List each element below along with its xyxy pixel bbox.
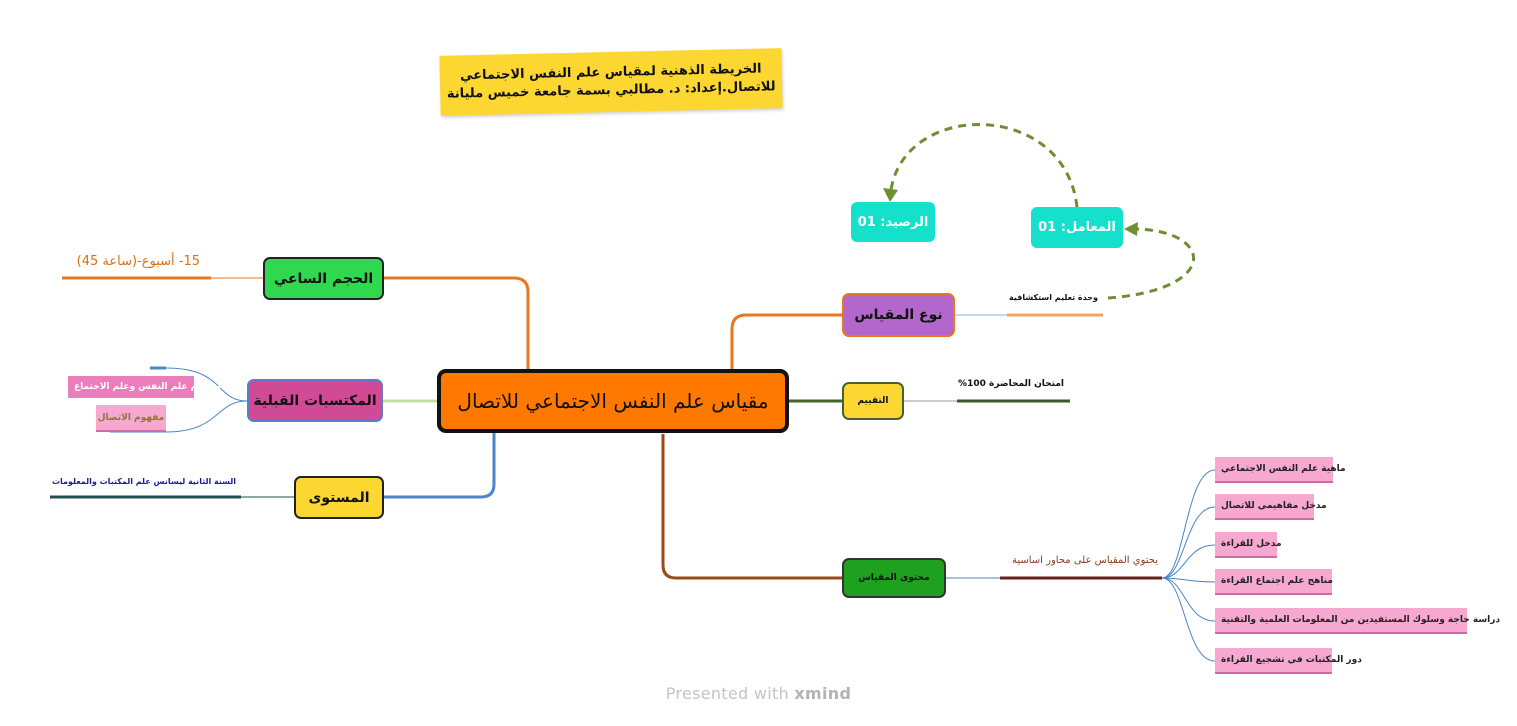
topic-credit-label: الرصيد: 01 (857, 214, 929, 230)
branch-level-label: المستوى (308, 489, 370, 506)
central-topic[interactable]: مقياس علم النفس الاجتماعي للاتصال (437, 369, 789, 433)
prior-fan-top (165, 367, 248, 402)
footer-watermark: Presented with xmind (0, 684, 1517, 703)
topic-coef[interactable]: المعامل: 01 (1031, 207, 1123, 248)
title-note: الخريطة الذهنية لمقياس علم النفس الاجتما… (439, 48, 783, 116)
footer-prefix: Presented with (665, 684, 790, 703)
branch-type[interactable]: نوع المقياس (842, 293, 955, 337)
connector-volume (383, 276, 530, 370)
content-item-3[interactable]: مدخل للقراءة (1215, 532, 1282, 558)
connector-content (661, 434, 842, 580)
prior-item-2[interactable]: مفهوم الاتصال (96, 405, 166, 432)
relation-arrowhead-credit (883, 188, 898, 202)
branch-content-label: محتوى المقياس (858, 573, 930, 583)
branch-prior[interactable]: المكتسبات القبلية (247, 379, 383, 422)
branch-volume[interactable]: الحجم الساعي (263, 257, 384, 300)
prior-item-1[interactable]: مفهوم علم النفس وعلم الاجتماع (68, 376, 221, 398)
branch-content[interactable]: محتوى المقياس (842, 558, 946, 598)
topic-credit[interactable]: الرصيد: 01 (851, 202, 935, 242)
footer-brand: xmind (794, 684, 852, 703)
branch-prior-label: المكتسبات القبلية (253, 392, 377, 409)
connector-type (730, 313, 842, 370)
prior-fan-bottom (165, 400, 248, 433)
content-fan (1161, 469, 1216, 662)
relation-coef-to-credit (889, 122, 1079, 208)
leaf-content[interactable]: يحتوي المقياس على محاور اساسية (1012, 555, 1158, 566)
relation-type-to-coef (1107, 227, 1195, 300)
relation-arrowhead-coef (1124, 222, 1138, 236)
content-item-5[interactable]: دراسة حاجة وسلوك المستفيدين من المعلومات… (1215, 608, 1500, 634)
branch-eval-label: التقييم (857, 396, 889, 406)
topic-coef-label: المعامل: 01 (1038, 220, 1116, 235)
content-item-6[interactable]: دور المكتبات في تشجيع القراءة (1215, 648, 1362, 674)
branch-level[interactable]: المستوى (294, 476, 384, 519)
branch-volume-label: الحجم الساعي (273, 270, 374, 287)
leaf-type[interactable]: وحدة تعليم استكشافية (1008, 293, 1098, 302)
branch-type-label: نوع المقياس (854, 307, 943, 323)
leaf-level[interactable]: السنة الثانية ليسانس علم المكتبات والمعل… (51, 477, 236, 486)
branch-eval[interactable]: التقييم (842, 382, 904, 420)
connector-level (384, 432, 496, 499)
content-item-2[interactable]: مدخل مفاهيمي للاتصال (1215, 494, 1327, 520)
content-item-1[interactable]: ماهية علم النفس الاجتماعي (1215, 457, 1346, 483)
content-item-4[interactable]: مناهج علم اجتماع القراءة (1215, 569, 1333, 595)
central-topic-label: مقياس علم النفس الاجتماعي للاتصال (457, 389, 769, 413)
leaf-volume[interactable]: 15- أسبوع-(ساعة 45) (76, 254, 200, 269)
leaf-eval[interactable]: امتحان المحاضرة 100% (958, 379, 1064, 389)
